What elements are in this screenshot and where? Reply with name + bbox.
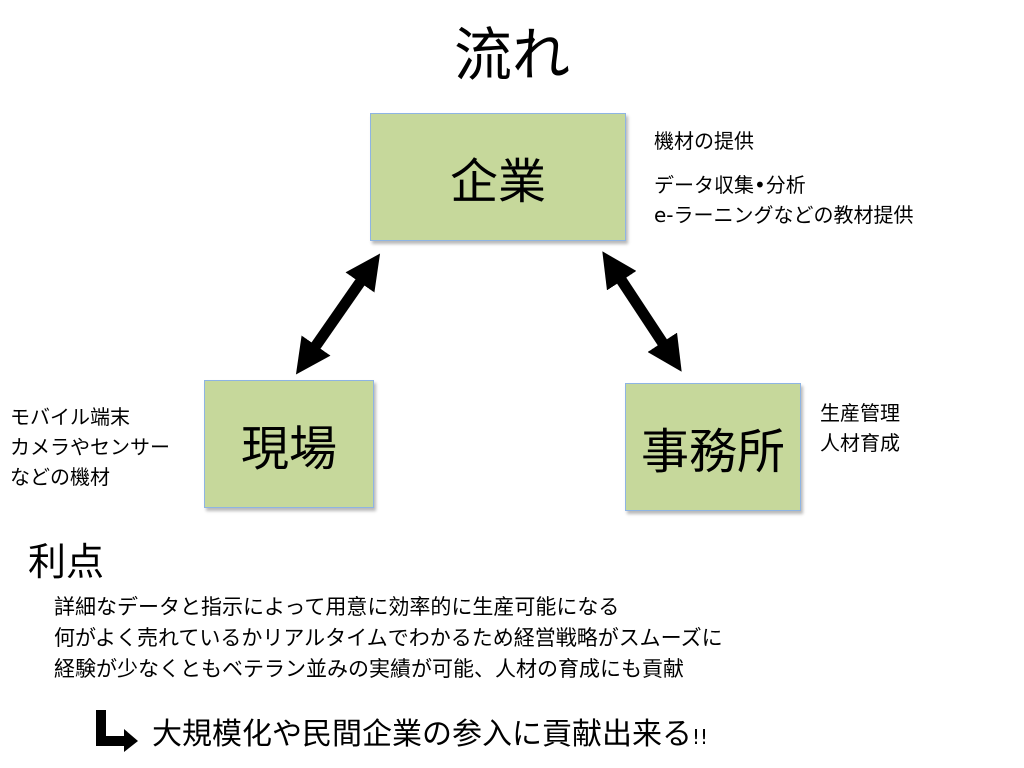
benefit-item: 何がよく売れているかリアルタイムでわかるため経営戦略がスムーズに <box>54 626 723 650</box>
node-company-label: 企業 <box>449 154 546 210</box>
page-title: 流れ <box>453 21 570 89</box>
note-company-supply: 機材の提供 <box>654 129 754 153</box>
benefits-title: 利点 <box>28 540 105 584</box>
note-field-line-1: モバイル端末 <box>10 405 130 429</box>
note-company-data: データ収集•分析 <box>654 173 806 197</box>
arrow-company-office <box>602 251 682 372</box>
node-office: 事務所 <box>625 383 801 511</box>
conclusion-suffix: !! <box>692 725 709 749</box>
note-field-line-3: などの機材 <box>10 465 110 489</box>
node-field-label: 現場 <box>240 421 337 477</box>
arrow-company-field <box>295 253 381 375</box>
note-office-line-1: 生産管理 <box>820 401 900 425</box>
benefit-item: 詳細なデータと指示によって用意に効率的に生産可能になる <box>54 595 620 619</box>
conclusion-text: 大規模化や民間企業の参入に貢献出来る <box>152 717 692 752</box>
note-office-line-2: 人材育成 <box>820 431 900 455</box>
benefit-item: 経験が少なくともベテラン並みの実績が可能、人材の育成にも貢献 <box>54 657 684 681</box>
corner-arrow-icon <box>96 710 138 752</box>
benefits-list: 詳細なデータと指示によって用意に効率的に生産可能になる 何がよく売れているかリア… <box>54 592 723 685</box>
node-office-label: 事務所 <box>640 424 785 480</box>
note-company-elearning: e-ラーニングなどの教材提供 <box>654 203 914 227</box>
note-field-line-2: カメラやセンサー <box>10 435 170 459</box>
node-field: 現場 <box>204 380 374 508</box>
conclusion: 大規模化や民間企業の参入に貢献出来る!! <box>152 714 708 758</box>
node-company: 企業 <box>370 113 626 241</box>
